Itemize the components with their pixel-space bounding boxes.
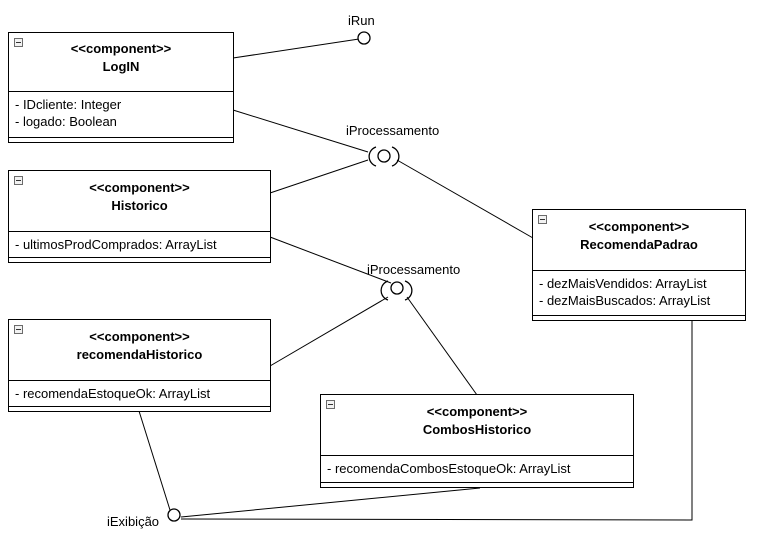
- login-irun-connector: [232, 38, 360, 59]
- attributes-compartment: - dezMaisVendidos: ArrayList - dezMaisBu…: [533, 270, 745, 313]
- iprocessamento-middle-socket-left: [380, 280, 389, 301]
- component-stereotype: <<component>>: [588, 219, 690, 234]
- collapse-icon[interactable]: [326, 400, 335, 409]
- attribute: - dezMaisBuscados: ArrayList: [539, 293, 711, 308]
- operations-compartment: [321, 482, 633, 483]
- component-name: Historico: [111, 198, 168, 213]
- attribute: - IDcliente: Integer: [15, 97, 122, 112]
- component-recomendahistorico[interactable]: <<component>> recomendaHistorico - recom…: [8, 319, 271, 412]
- component-stereotype: <<component>>: [89, 329, 190, 344]
- historico-iprocessamento2-connector: [269, 236, 392, 284]
- recomendahistorico-iprocessamento2-connector: [269, 296, 389, 367]
- irun-provided-interface: [357, 31, 371, 45]
- component-stereotype: <<component>>: [70, 41, 172, 56]
- attribute: - recomendaCombosEstoqueOk: ArrayList: [327, 461, 571, 476]
- iprocessamento-top-provided: [377, 149, 391, 163]
- attributes-compartment: - ultimosProdComprados: ArrayList: [9, 231, 270, 257]
- iprocessamento-middle-label: iProcessamento: [367, 262, 461, 277]
- recomendahistorico-iexibicao-connector: [138, 410, 171, 511]
- irun-label: iRun: [348, 13, 375, 28]
- attribute: - recomendaEstoqueOk: ArrayList: [15, 386, 211, 401]
- iprocessamento-middle-provided: [390, 281, 404, 295]
- component-stereotype: <<component>>: [426, 404, 528, 419]
- component-stereotype: <<component>>: [89, 180, 190, 195]
- iprocessamento-top-socket-right: [391, 146, 400, 167]
- iprocessamento-top-socket-left: [368, 146, 377, 167]
- collapse-icon[interactable]: [14, 38, 23, 47]
- component-historico[interactable]: <<component>> Historico - ultimosProdCom…: [8, 170, 271, 263]
- component-name: RecomendaPadrao: [580, 237, 698, 252]
- login-iprocessamento-connector: [232, 109, 369, 153]
- iexibicao-label: iExibição: [107, 514, 160, 529]
- iprocessamento-middle-socket-right: [404, 280, 413, 301]
- attribute: - dezMaisVendidos: ArrayList: [539, 276, 707, 291]
- operations-compartment: [9, 257, 270, 258]
- iprocessamento-top-label: iProcessamento: [346, 123, 440, 138]
- operations-compartment: [9, 406, 270, 407]
- attributes-compartment: - recomendaCombosEstoqueOk: ArrayList: [321, 455, 633, 481]
- operations-compartment: [9, 137, 233, 138]
- recomendapadrao-iprocessamento-connector: [396, 159, 534, 239]
- historico-iprocessamento-connector: [269, 159, 369, 194]
- component-name: recomendaHistorico: [76, 347, 203, 362]
- component-comboshistorico[interactable]: <<component>> CombosHistorico - recomend…: [320, 394, 634, 488]
- component-login[interactable]: <<component>> LogIN - IDcliente: Integer…: [8, 32, 234, 143]
- collapse-icon[interactable]: [14, 325, 23, 334]
- collapse-icon[interactable]: [14, 176, 23, 185]
- component-name: CombosHistorico: [422, 422, 532, 437]
- attributes-compartment: - IDcliente: Integer - logado: Boolean: [9, 91, 233, 134]
- comboshistorico-iexibicao-connector: [180, 487, 481, 518]
- operations-compartment: [533, 315, 745, 316]
- comboshistorico-iprocessamento2-connector: [406, 296, 478, 396]
- recomendapadrao-iexibicao-connector: [180, 320, 693, 521]
- component-name: LogIN: [102, 59, 140, 74]
- component-recomendapadrao[interactable]: <<component>> RecomendaPadrao - dezMaisV…: [532, 209, 746, 321]
- attribute: - logado: Boolean: [15, 114, 117, 129]
- attribute: - ultimosProdComprados: ArrayList: [15, 237, 217, 252]
- iexibicao-provided-interface: [167, 508, 181, 522]
- attributes-compartment: - recomendaEstoqueOk: ArrayList: [9, 380, 270, 406]
- collapse-icon[interactable]: [538, 215, 547, 224]
